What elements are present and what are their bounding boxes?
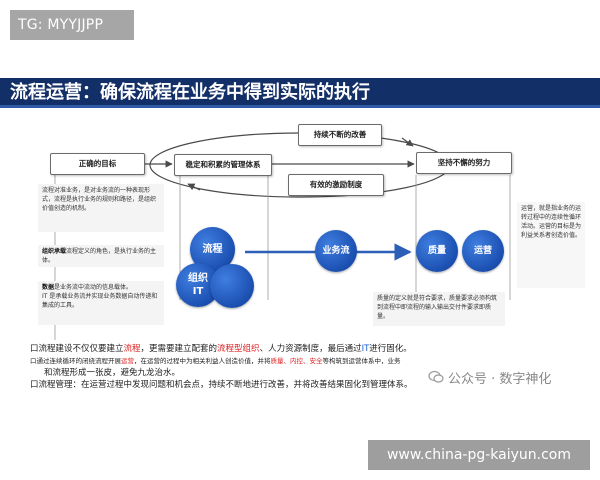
note-data-lead: 数据 — [42, 284, 55, 291]
note-quality: 质量的定义就是符合要求，质量要求必须构筑到流程中即流程的输入输出交付件要求即质量… — [373, 292, 505, 326]
title-bar — [0, 78, 600, 108]
l2-e: 等构筑到运营体系中，业务 — [322, 357, 401, 365]
box-right-goal: 正确的目标 — [50, 153, 145, 175]
note-organization: 组织承载流程定义的角色，是执行业务的主体。 — [38, 245, 164, 267]
tag-label: TG: MYYJJPP — [10, 10, 134, 40]
l1-process-org: 流程型组织 — [217, 344, 260, 354]
circle-business-flow: 业务流 — [315, 230, 357, 272]
summary-line-3: 和流程形成一张皮，避免九龙治水。 — [44, 368, 181, 378]
box-continuous-improvement: 持续不断的改善 — [298, 124, 382, 146]
l2-operation: 运营 — [121, 357, 134, 365]
note-org-rest: 流程定义的角色，是执行业务的主体。 — [42, 248, 157, 264]
watermark-text: 公众号 · 数字神化 — [448, 372, 552, 387]
l1-g: 进行固化。 — [369, 344, 412, 354]
l1-it: IT — [361, 344, 370, 354]
l1-process: 流程 — [123, 344, 141, 354]
wechat-icon — [428, 370, 444, 383]
l2-c: ，在运营的过程中为相关利益人创造价值，并将 — [134, 357, 271, 365]
summary-line-4: 口流程管理：在运营过程中发现问题和机会点，持续不断地进行改善，并将改善结果固化到… — [30, 380, 413, 390]
circle-operation: 运营 — [462, 230, 504, 272]
cycle-arrow-bottom — [187, 183, 201, 191]
l2-qc: 质量、内控、安全 — [270, 357, 323, 365]
note-operation: 运营，就是指业务的运转过程中的连续性循环活动。运营的目标是为利益关系者创造价值。 — [517, 202, 585, 288]
bottom-summary: 口流程建设不仅仅要建立流程，更需要建立配套的流程型组织、人力资源制度，最后通过I… — [30, 343, 590, 391]
l1-e: 、人力资源制度，最后通过 — [259, 344, 362, 354]
note-org-lead: 组织承载 — [42, 248, 67, 255]
l1-a: 口流程建设不仅仅要建立 — [30, 344, 124, 354]
circle-quality: 质量 — [416, 230, 458, 272]
slide-title: 流程运营：确保流程在业务中得到实际的执行 — [10, 82, 370, 103]
l2-a: 口通过连续循环的闭绕流程开展 — [30, 357, 121, 365]
summary-line-1: 口流程建设不仅仅要建立流程，更需要建立配套的流程型组织、人力资源制度，最后通过I… — [30, 343, 590, 355]
box-incentive-system: 有效的激励制度 — [288, 174, 384, 196]
note-process: 流程对准业务，是对业务流的一种表现形式，流程是执行业务的规则和路径，是组织价值创… — [38, 184, 164, 232]
circle-data — [210, 264, 254, 308]
summary-line-2: 口通过连续循环的闭绕流程开展运营，在运营的过程中为相关利益人创造价值，并将质量、… — [30, 355, 590, 367]
note-data-rest: 是业务流中流动的信息载体。 — [54, 284, 133, 291]
note-it-text: IT 是承载业务流并实现业务数据自动传递和集成的工具。 — [42, 293, 158, 309]
cycle-arrow-top — [401, 137, 414, 147]
note-data-it: 数据是业务流中流动的信息载体。 IT 是承载业务流并实现业务数据自动传递和集成的工… — [38, 281, 164, 325]
l1-c: ，更需要建立配套的 — [140, 344, 218, 354]
box-persistent-effort: 坚持不懈的努力 — [416, 152, 512, 174]
url-badge: www.china-pg-kaiyun.com — [368, 440, 590, 470]
box-management-system: 稳定和积累的管理体系 — [174, 154, 272, 176]
